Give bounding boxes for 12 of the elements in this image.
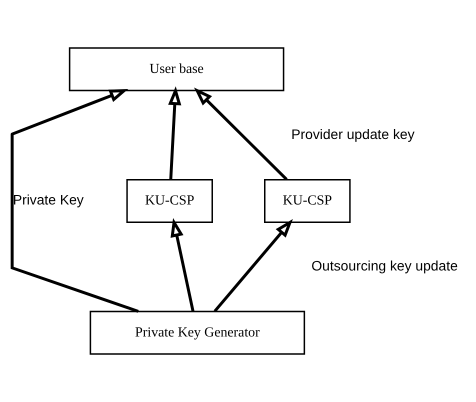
label: Provider update key (291, 126, 415, 142)
arrow (194, 88, 288, 180)
node-box: User base (68, 47, 284, 92)
edge-label: Private Key (12, 192, 84, 208)
node-box: KU-CSP (264, 178, 351, 224)
label: Outsourcing key update (311, 258, 458, 274)
node-box: Private Key Generator (90, 310, 306, 355)
arrow (170, 218, 194, 312)
arrow (214, 219, 293, 312)
arrow (168, 86, 182, 180)
arrow (10, 89, 139, 313)
node-box: KU-CSP (126, 178, 213, 224)
